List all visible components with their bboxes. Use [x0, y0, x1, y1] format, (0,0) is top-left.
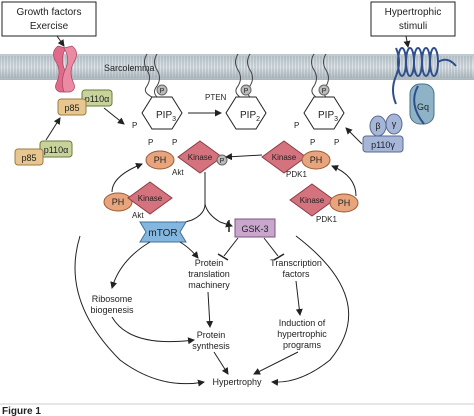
svg-text:PDK1: PDK1: [286, 170, 307, 179]
pten-label: PTEN: [205, 93, 227, 102]
svg-text:PIP2: PIP2: [240, 110, 260, 123]
svg-text:PH: PH: [338, 198, 351, 208]
svg-text:programs: programs: [283, 340, 322, 350]
svg-text:Induction of: Induction of: [279, 318, 326, 328]
svg-text:PIP3: PIP3: [318, 110, 338, 123]
svg-text:synthesis: synthesis: [192, 341, 230, 351]
pdk1-membrane: Kinase PH PDK1: [261, 140, 331, 179]
sarcolemma-label: Sarcolemma: [104, 63, 155, 73]
svg-text:PIP3: PIP3: [156, 110, 176, 123]
pip3-left: PIP3 P P P P: [132, 53, 183, 147]
svg-text:P: P: [172, 138, 177, 147]
svg-text:hypertrophic: hypertrophic: [277, 329, 327, 339]
svg-text:P: P: [220, 158, 225, 165]
svg-text:p110α: p110α: [44, 145, 69, 155]
growth-factor-receptor: [53, 45, 77, 93]
hypertrophy-node: Hypertrophy: [212, 377, 262, 387]
gq-protein: Gq: [409, 83, 435, 125]
pdk1-cytosol: Kinase PH PDK1: [289, 183, 359, 224]
svg-text:Kinase: Kinase: [300, 196, 325, 205]
svg-text:Kinase: Kinase: [272, 153, 297, 162]
gsk3-node: GSK-3: [234, 218, 276, 238]
svg-text:Protein: Protein: [197, 330, 226, 340]
gpcr-receptor: [392, 47, 457, 105]
svg-text:PDK1: PDK1: [316, 215, 337, 224]
svg-text:p110γ: p110γ: [371, 140, 395, 150]
growth-factors-box: Growth factors Exercise: [1, 1, 97, 37]
mtor-node: mTOR: [139, 221, 187, 243]
svg-text:P: P: [132, 121, 137, 130]
pi3k-active: p110α p85: [57, 89, 113, 116]
svg-text:Kinase: Kinase: [188, 153, 213, 162]
figure-caption: Figure 1: [2, 406, 41, 416]
svg-text:PH: PH: [310, 155, 323, 165]
svg-text:GSK-3: GSK-3: [241, 224, 268, 234]
svg-text:biogenesis: biogenesis: [90, 305, 134, 315]
akt-cytosol: PH Kinase Akt: [103, 181, 173, 220]
svg-text:p85: p85: [64, 103, 79, 113]
akt-membrane: PH Kinase P Akt: [145, 140, 228, 177]
svg-text:Kinase: Kinase: [138, 194, 163, 203]
svg-text:Protein: Protein: [195, 258, 224, 268]
induction-node: Induction of hypertrophic programs: [277, 318, 327, 350]
svg-text:P: P: [148, 138, 153, 147]
svg-text:Akt: Akt: [172, 168, 184, 177]
svg-text:p85: p85: [21, 153, 36, 163]
svg-text:P: P: [310, 138, 315, 147]
svg-text:stimuli: stimuli: [399, 21, 427, 32]
svg-text:P: P: [322, 88, 327, 95]
svg-text:translation: translation: [188, 269, 230, 279]
transcription-factors-node: Transcription factors: [270, 258, 322, 279]
svg-text:Gq: Gq: [417, 102, 429, 112]
svg-text:p110α: p110α: [85, 94, 110, 104]
pip2: PIP2 P: [225, 53, 267, 130]
svg-text:factors: factors: [282, 269, 310, 279]
svg-text:mTOR: mTOR: [148, 228, 177, 239]
svg-text:P: P: [334, 138, 339, 147]
svg-text:PH: PH: [154, 155, 167, 165]
svg-text:P: P: [160, 88, 165, 95]
svg-text:Hypertrophic: Hypertrophic: [385, 7, 442, 18]
svg-text:Ribosome: Ribosome: [92, 294, 133, 304]
svg-text:β: β: [375, 121, 380, 131]
svg-text:P: P: [294, 121, 299, 130]
pip3-right: PIP3 P P P P: [294, 53, 345, 147]
svg-text:Akt: Akt: [132, 211, 144, 220]
hypertrophic-stimuli-box: Hypertrophic stimuli: [370, 1, 456, 37]
p110-gamma-complex: β γ p110γ: [362, 113, 404, 153]
protein-synthesis-node: Protein synthesis: [192, 330, 230, 351]
protein-translation-node: Protein translation machinery: [188, 258, 230, 290]
svg-text:Transcription: Transcription: [270, 258, 322, 268]
svg-text:Growth factors: Growth factors: [16, 7, 81, 18]
svg-text:γ: γ: [392, 119, 397, 129]
svg-text:PH: PH: [112, 197, 125, 207]
ribosome-biogenesis-node: Ribosome biogenesis: [90, 294, 134, 315]
pi3k-inactive: p110α p85: [14, 140, 73, 166]
svg-text:P: P: [244, 88, 249, 95]
svg-text:machinery: machinery: [188, 280, 230, 290]
svg-text:Exercise: Exercise: [30, 21, 69, 32]
